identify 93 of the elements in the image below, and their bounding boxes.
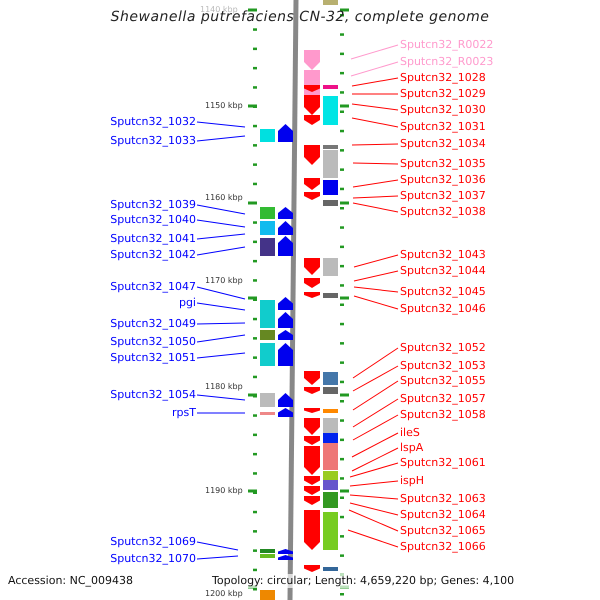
gene-label: Sputcn32_1031 (400, 120, 486, 134)
leader-line (196, 334, 246, 342)
leader-line (352, 432, 398, 458)
leader-line (352, 162, 398, 164)
scale-label: 1180 kbp (205, 382, 243, 391)
gene-label: Sputcn32_1063 (400, 492, 486, 506)
gene-label: Sputcn32_1039 (110, 198, 196, 212)
leader-line (350, 480, 398, 486)
scale-label: 1190 kbp (205, 486, 243, 495)
footer-text: Accession: NC_009438 (8, 574, 134, 588)
gene-label: Sputcn32_1046 (400, 302, 486, 316)
gene-label: Sputcn32_1070 (110, 552, 196, 566)
gene-label: lspA (400, 441, 424, 455)
leader-line (354, 254, 398, 268)
gene-label: rpsT (172, 406, 196, 420)
gene-label: Sputcn32_1061 (400, 456, 486, 470)
scale-label: 1160 kbp (205, 193, 243, 202)
leader-line (352, 180, 398, 188)
gene-label: Sputcn32_1054 (110, 388, 196, 402)
gene-label: Sputcn32_1044 (400, 264, 486, 278)
leader-line (354, 286, 398, 292)
scale-label: 1150 kbp (205, 101, 243, 110)
gene-label: Sputcn32_1043 (400, 248, 486, 262)
leader-line (196, 412, 246, 414)
gene-label: Sputcn32_1038 (400, 205, 486, 219)
leader-line (352, 196, 398, 198)
leader-line (196, 394, 246, 400)
leader-line (350, 462, 398, 478)
leader-line (196, 322, 246, 324)
leader-line (352, 104, 398, 110)
leader-line (196, 204, 246, 214)
leader-line (352, 202, 398, 212)
leader-line (348, 510, 398, 532)
leader-line (352, 380, 398, 410)
gene-label: Sputcn32_R0022 (400, 38, 494, 52)
gene-label: ispH (400, 474, 424, 488)
leader-line (196, 122, 246, 128)
footer-text: Topology: circular; Length: 4,659,220 bp; Genes: 4,100 (212, 574, 514, 588)
gene-label: Sputcn32_1030 (400, 103, 486, 117)
gene-label: Sputcn32_1064 (400, 508, 486, 522)
gene-label: Sputcn32_1045 (400, 285, 486, 299)
leader-line (348, 530, 398, 548)
leader-line (352, 398, 398, 428)
gene-label: Sputcn32_1066 (400, 540, 486, 554)
leader-line (196, 220, 246, 228)
leader-line (350, 502, 398, 516)
gene-label: Sputcn32_R0023 (400, 55, 494, 69)
leader-line (352, 78, 398, 86)
leader-line (196, 302, 246, 310)
leader-line (196, 246, 246, 256)
leader-line (196, 136, 246, 142)
gene-label: Sputcn32_1037 (400, 189, 486, 203)
gene-label: Sputcn32_1049 (110, 317, 196, 331)
leader-line (350, 62, 398, 76)
gene-label: Sputcn32_1065 (400, 524, 486, 538)
gene-label: Sputcn32_1052 (400, 341, 486, 355)
gene-label: pgi (178, 296, 196, 310)
leader-line (352, 144, 398, 146)
gene-label: Sputcn32_1047 (110, 280, 196, 294)
leader-line (352, 414, 398, 440)
leader-line (352, 348, 398, 378)
gene-label: Sputcn32_1040 (110, 213, 196, 227)
gene-label: Sputcn32_1035 (400, 157, 486, 171)
gene-label: Sputcn32_1050 (110, 335, 196, 349)
gene-label: Sputcn32_1029 (400, 87, 486, 101)
gene-label: Sputcn32_1034 (400, 137, 486, 151)
leader-line (352, 448, 398, 472)
gene-label: Sputcn32_1033 (110, 134, 196, 148)
gene-label: Sputcn32_1053 (400, 359, 486, 373)
gene-label: Sputcn32_1032 (110, 115, 196, 129)
leader-line (196, 352, 246, 358)
gene-label: Sputcn32_1041 (110, 232, 196, 246)
leader-line (350, 44, 398, 60)
leader-line (352, 366, 398, 392)
gene-label: Sputcn32_1028 (400, 71, 486, 85)
gene-label: ileS (400, 426, 420, 440)
leader-line (352, 118, 398, 128)
leader-line (350, 494, 398, 500)
leader-line (354, 270, 398, 282)
gene-label: Sputcn32_1057 (400, 392, 486, 406)
leader-line (196, 556, 238, 560)
leader-line (196, 234, 246, 240)
gene-label: Sputcn32_1042 (110, 248, 196, 262)
scale-label: 1200 kbp (205, 589, 243, 598)
gene-label: Sputcn32_1055 (400, 374, 486, 388)
gene-label: Sputcn32_1058 (400, 408, 486, 422)
gene-label: Sputcn32_1036 (400, 173, 486, 187)
scale-label: 1170 kbp (205, 276, 243, 285)
gene-label: Sputcn32_1069 (110, 535, 196, 549)
leader-line (196, 286, 246, 300)
leader-line (196, 542, 238, 550)
leader-line (354, 296, 398, 310)
gene-label: Sputcn32_1051 (110, 351, 196, 365)
